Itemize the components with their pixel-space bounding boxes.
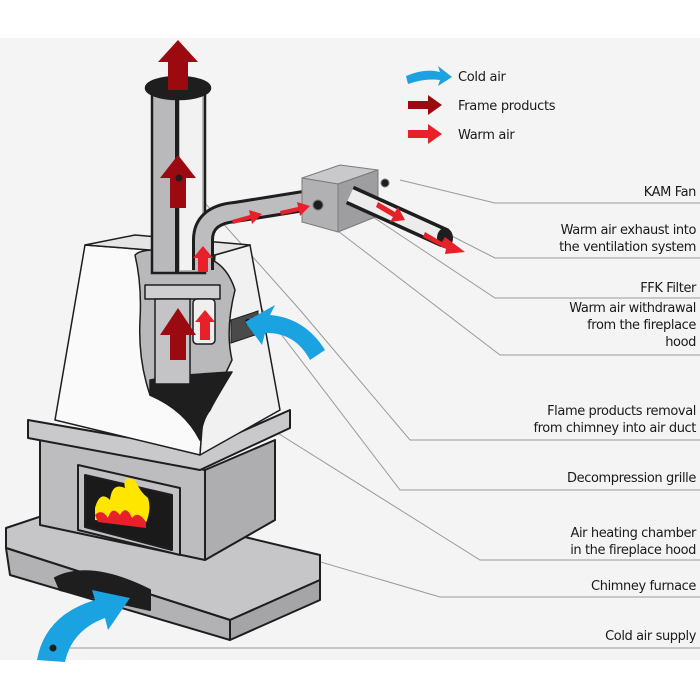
firebox-side [204,439,276,561]
leader-warm-air-exhaust [439,229,700,259]
flame-arrow-mid [160,155,196,208]
supply-point [49,644,57,652]
leader-ffk-filter [369,214,700,299]
cold-air-arrows [37,305,325,662]
chamber-soot [149,371,233,441]
hearth-side [229,579,321,641]
flame-products-arrows [158,40,198,360]
flame-icon [95,478,150,528]
warm-air-arrow-icon [408,124,442,144]
chamber-collar [144,284,221,300]
callout-chimney-furnace: Chimney furnace [591,579,696,594]
air-duct [192,189,312,270]
legend-icons [406,66,452,144]
warm-air-arrows [193,202,465,340]
chimney-point [175,174,183,182]
cold-air-arrow-icon [406,66,452,86]
callout-cold-air-supply: Cold air supply [605,629,696,644]
leader-kam-fan [399,179,700,204]
cold-arrow-supply [37,590,130,662]
legend-cold-air: Cold air [458,70,506,85]
callout-kam-fan: KAM Fan [643,185,697,200]
fireplace-base [5,409,321,641]
flame-arrow-top [158,40,198,90]
callout-decompression-grille: Decompression grille [567,471,696,486]
leader-decompression-grille [254,299,700,491]
callout-ffk-filter: FFK Filter [640,281,696,296]
leader-flame-products-removal [179,174,700,441]
cold-arrow-grille [245,305,325,360]
flame-products-arrow-icon [408,95,442,115]
legend-frame-products: Frame products [458,99,556,114]
leader-warm-air-withdrawal [329,224,700,356]
legend-warm-air: Warm air [458,128,515,143]
leader-air-heating-chamber [224,399,700,561]
flame-arrow-chamber [160,308,196,360]
